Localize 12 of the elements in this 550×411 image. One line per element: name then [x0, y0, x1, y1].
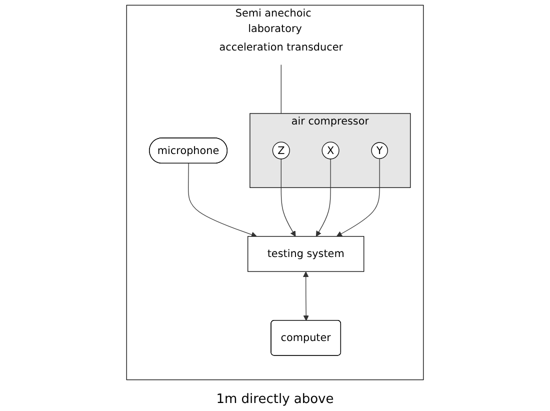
node-circle: Z [272, 142, 290, 160]
arrow [303, 272, 309, 321]
arrow [188, 163, 257, 238]
node-text: acceleration transducer [219, 40, 344, 54]
node-box: testing system [248, 236, 364, 272]
arrow [316, 158, 331, 237]
arrow [336, 158, 380, 237]
node-circle: X [322, 142, 340, 160]
connector [280, 64, 282, 114]
dimension-label: 1m directly above [216, 392, 334, 407]
node-circle: Y [371, 142, 388, 159]
arrow [280, 158, 296, 237]
